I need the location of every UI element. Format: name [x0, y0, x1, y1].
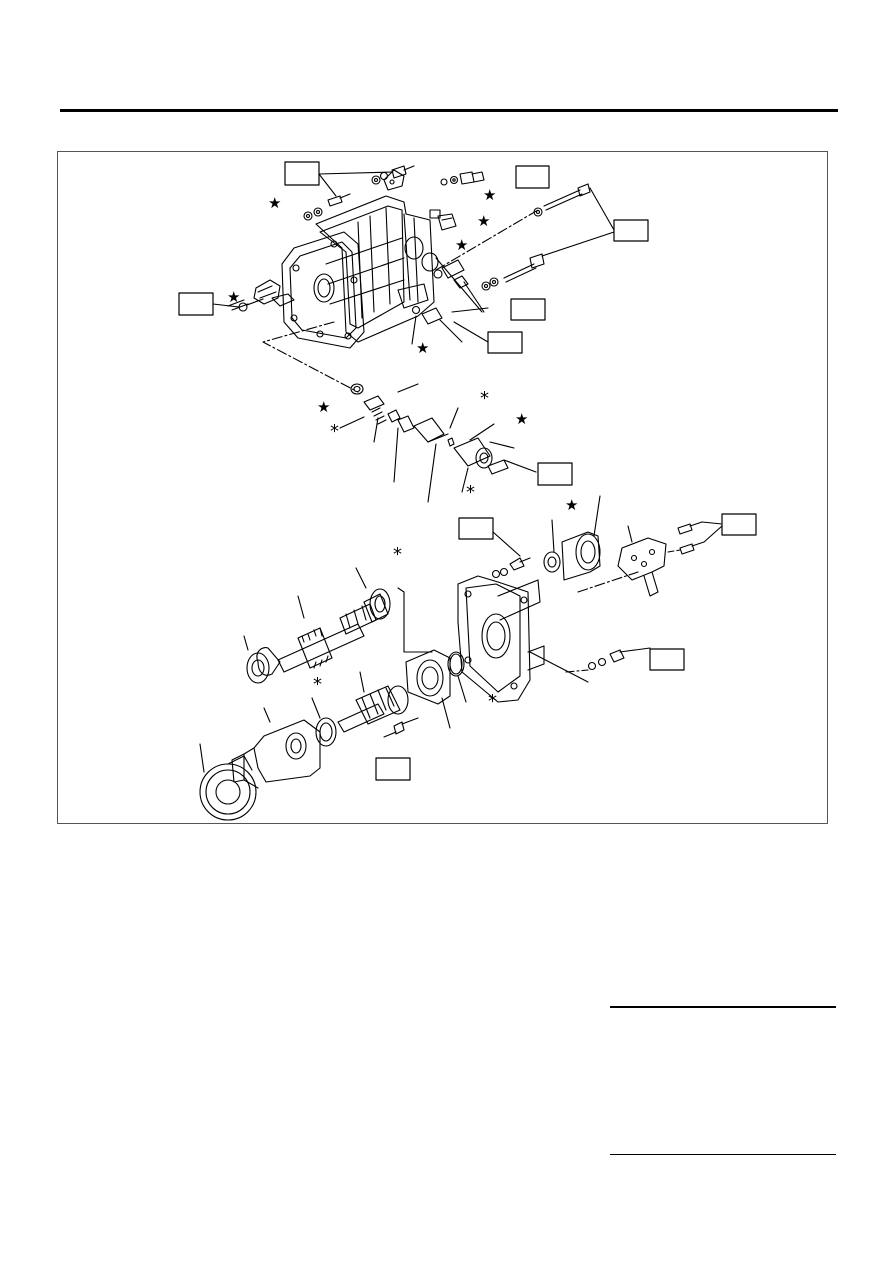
ref-box — [537, 462, 573, 486]
seal-and-sleeve — [543, 495, 601, 581]
guide-line — [262, 321, 359, 393]
ref-box — [487, 331, 523, 354]
output-bearing — [199, 743, 257, 821]
exploded-view-diagram: ★ ★ ★ ★ ★ ★ ★ ★ ★ * * * * * * — [178, 161, 757, 821]
ref-box — [721, 513, 757, 536]
exploded-view-figure: ★ ★ ★ ★ ★ ★ ★ ★ ★ * * * * * * — [57, 151, 828, 824]
asterisk-mark: * — [488, 691, 497, 712]
main-shaft — [243, 567, 433, 684]
star-mark: ★ — [477, 212, 490, 230]
asterisk-mark: * — [480, 388, 489, 409]
asterisk-mark: * — [330, 421, 339, 442]
star-mark: ★ — [268, 194, 281, 212]
ref-box — [510, 298, 546, 321]
transmission-case — [281, 195, 439, 349]
note-rule-top — [610, 1006, 836, 1008]
ref-box — [458, 517, 494, 540]
note-rule-bottom — [610, 1154, 836, 1155]
star-mark: ★ — [483, 186, 496, 204]
asterisk-mark: * — [393, 544, 402, 565]
counter-gear — [337, 671, 409, 733]
switch-parts — [411, 257, 489, 345]
ref-box — [515, 165, 550, 189]
asterisk-mark: * — [313, 674, 322, 695]
ref-box — [284, 161, 320, 186]
star-mark: ★ — [515, 410, 528, 428]
ref-box — [375, 757, 411, 781]
star-mark: ★ — [416, 339, 429, 357]
star-mark: ★ — [227, 288, 240, 306]
extension-bolts — [491, 531, 651, 673]
long-bolts — [435, 183, 615, 291]
asterisk-mark: * — [466, 482, 475, 503]
star-mark: ★ — [565, 496, 578, 514]
header-rule — [60, 109, 838, 112]
shift-rod-components — [339, 383, 537, 503]
ref-box — [613, 219, 649, 242]
top-bolts — [303, 165, 485, 231]
shim-washer — [311, 697, 337, 747]
star-mark: ★ — [317, 398, 330, 416]
shifter-parts — [212, 279, 295, 312]
ref-box — [178, 292, 214, 316]
extension-housing — [457, 571, 639, 703]
bearing-retainer — [383, 649, 467, 738]
annotation-marks: ★ ★ ★ ★ ★ ★ ★ ★ ★ * * * * * * — [227, 186, 578, 712]
ref-box — [649, 648, 685, 671]
mount-bracket — [617, 521, 723, 597]
transfer-housing — [231, 707, 321, 789]
star-mark: ★ — [455, 236, 468, 254]
